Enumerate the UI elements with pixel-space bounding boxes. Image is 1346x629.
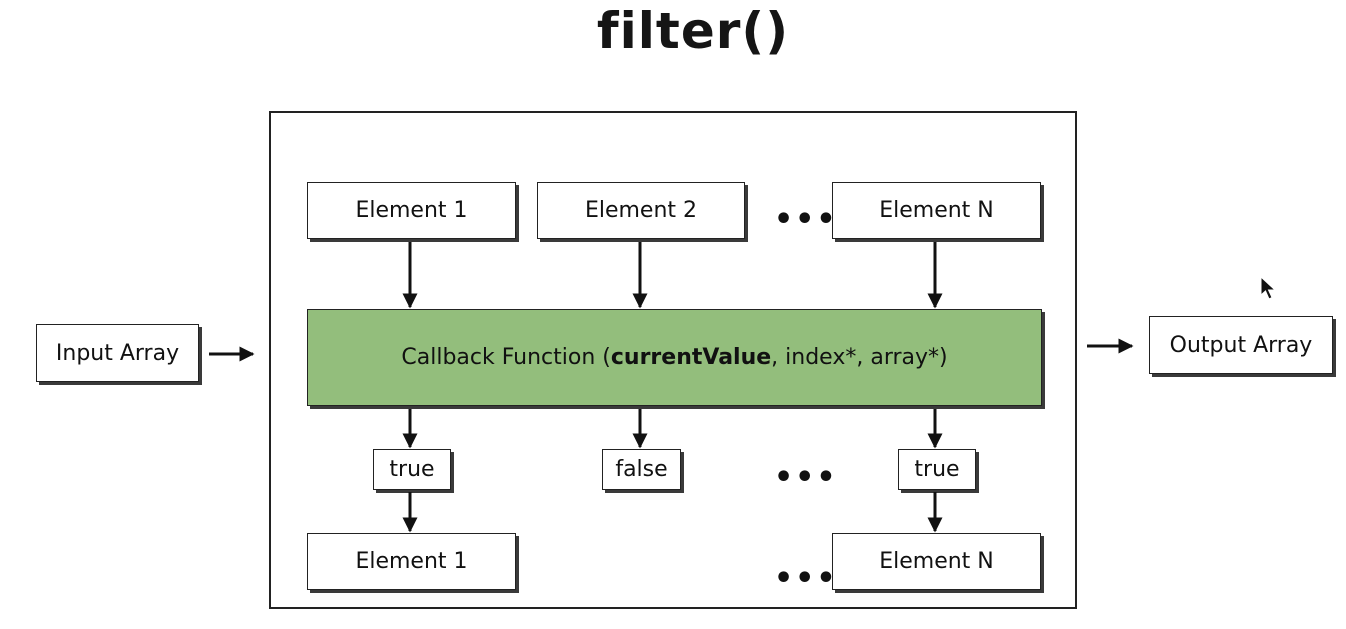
input-ellipsis: ••• (774, 202, 838, 237)
result-false-label: false (615, 457, 668, 482)
callback-prefix: Callback Function ( (401, 345, 611, 370)
output-element-n: Element N (832, 533, 1041, 590)
input-element-n: Element N (832, 182, 1041, 239)
result-ellipsis: ••• (774, 460, 838, 495)
input-array-box: Input Array (36, 324, 199, 382)
input-element-2-label: Element 2 (584, 198, 698, 223)
filter-frame (269, 111, 1077, 609)
input-array-label: Input Array (55, 340, 180, 366)
output-ellipsis: ••• (774, 561, 838, 596)
output-array-label: Output Array (1169, 332, 1313, 358)
input-element-1-label: Element 1 (355, 198, 468, 223)
input-element-1: Element 1 (307, 182, 516, 239)
result-true-n: true (898, 449, 976, 490)
result-true-1-label: true (389, 457, 435, 482)
mouse-pointer-icon (1260, 276, 1277, 300)
result-true-n-label: true (914, 457, 960, 482)
output-element-n-label: Element N (879, 549, 994, 574)
callback-function-box: Callback Function (currentValue, index*,… (307, 309, 1042, 406)
callback-current-value: currentValue (610, 345, 772, 370)
result-false: false (602, 449, 681, 490)
output-array-box: Output Array (1149, 316, 1333, 374)
output-element-1-label: Element 1 (355, 549, 468, 574)
input-element-n-label: Element N (879, 198, 994, 223)
callback-rest: , index*, array*) (771, 345, 948, 370)
result-true-1: true (373, 449, 451, 490)
diagram-title: filter() (596, 2, 790, 60)
input-element-2: Element 2 (537, 182, 745, 239)
output-element-1: Element 1 (307, 533, 516, 590)
